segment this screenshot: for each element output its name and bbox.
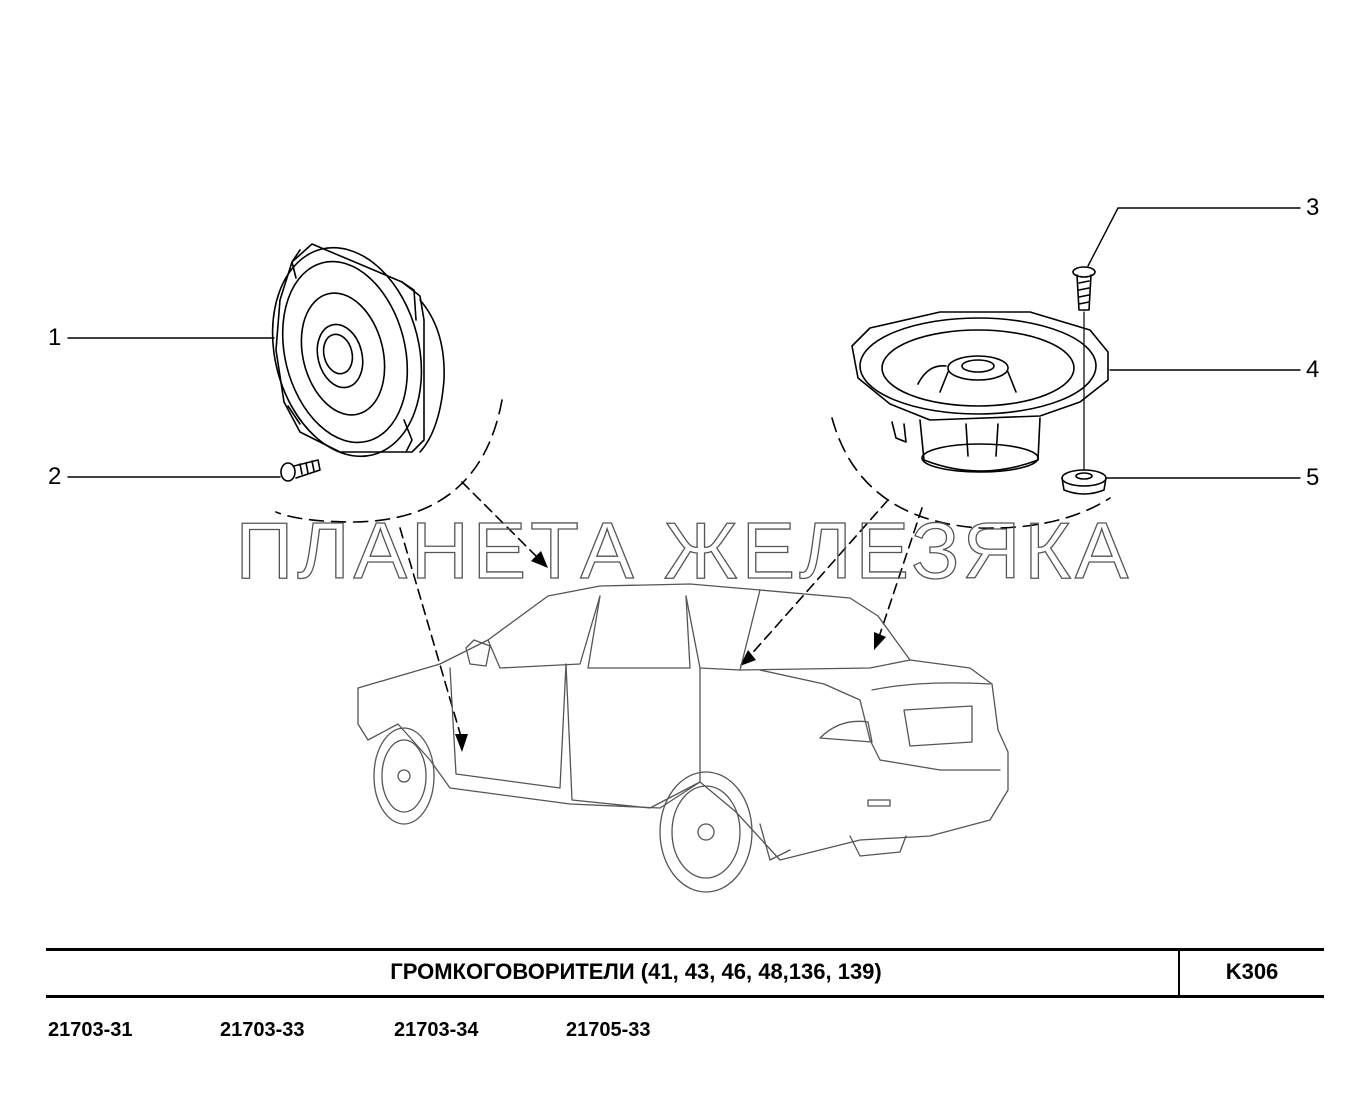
- leader-lines: [67, 207, 1301, 479]
- diagram-title: ГРОМКОГОВОРИТЕЛИ (41, 43, 46, 48,136, 13…: [390, 959, 882, 984]
- callout-4: 4: [1306, 356, 1320, 383]
- callout-3: 3: [1306, 194, 1320, 221]
- model-code-1: 21703-31: [48, 1019, 133, 1041]
- front-speaker-drawing: [271, 243, 445, 458]
- model-code-3: 21703-34: [394, 1019, 479, 1041]
- bolt-drawing: [1072, 266, 1096, 311]
- nut-drawing: [1061, 469, 1107, 495]
- callout-5: 5: [1306, 464, 1320, 491]
- watermark-text: ПЛАНЕТА ЖЕЛЕЗЯКА: [236, 506, 1133, 595]
- callout-2: 2: [48, 463, 62, 490]
- car-drawing: [357, 583, 1009, 893]
- model-code-4: 21705-33: [566, 1019, 651, 1041]
- screw-drawing: [280, 459, 321, 482]
- sheet-code: K306: [1225, 959, 1279, 984]
- model-code-2: 21703-33: [220, 1019, 305, 1041]
- callout-1: 1: [48, 324, 62, 351]
- rear-dashed-arc: [831, 417, 1111, 529]
- front-dashed-arc: [275, 399, 503, 523]
- rear-speaker-drawing: [851, 311, 1109, 473]
- title-block: ГРОМКОГОВОРИТЕЛИ (41, 43, 46, 48,136, 13…: [46, 948, 1324, 998]
- title-divider: [1178, 951, 1180, 995]
